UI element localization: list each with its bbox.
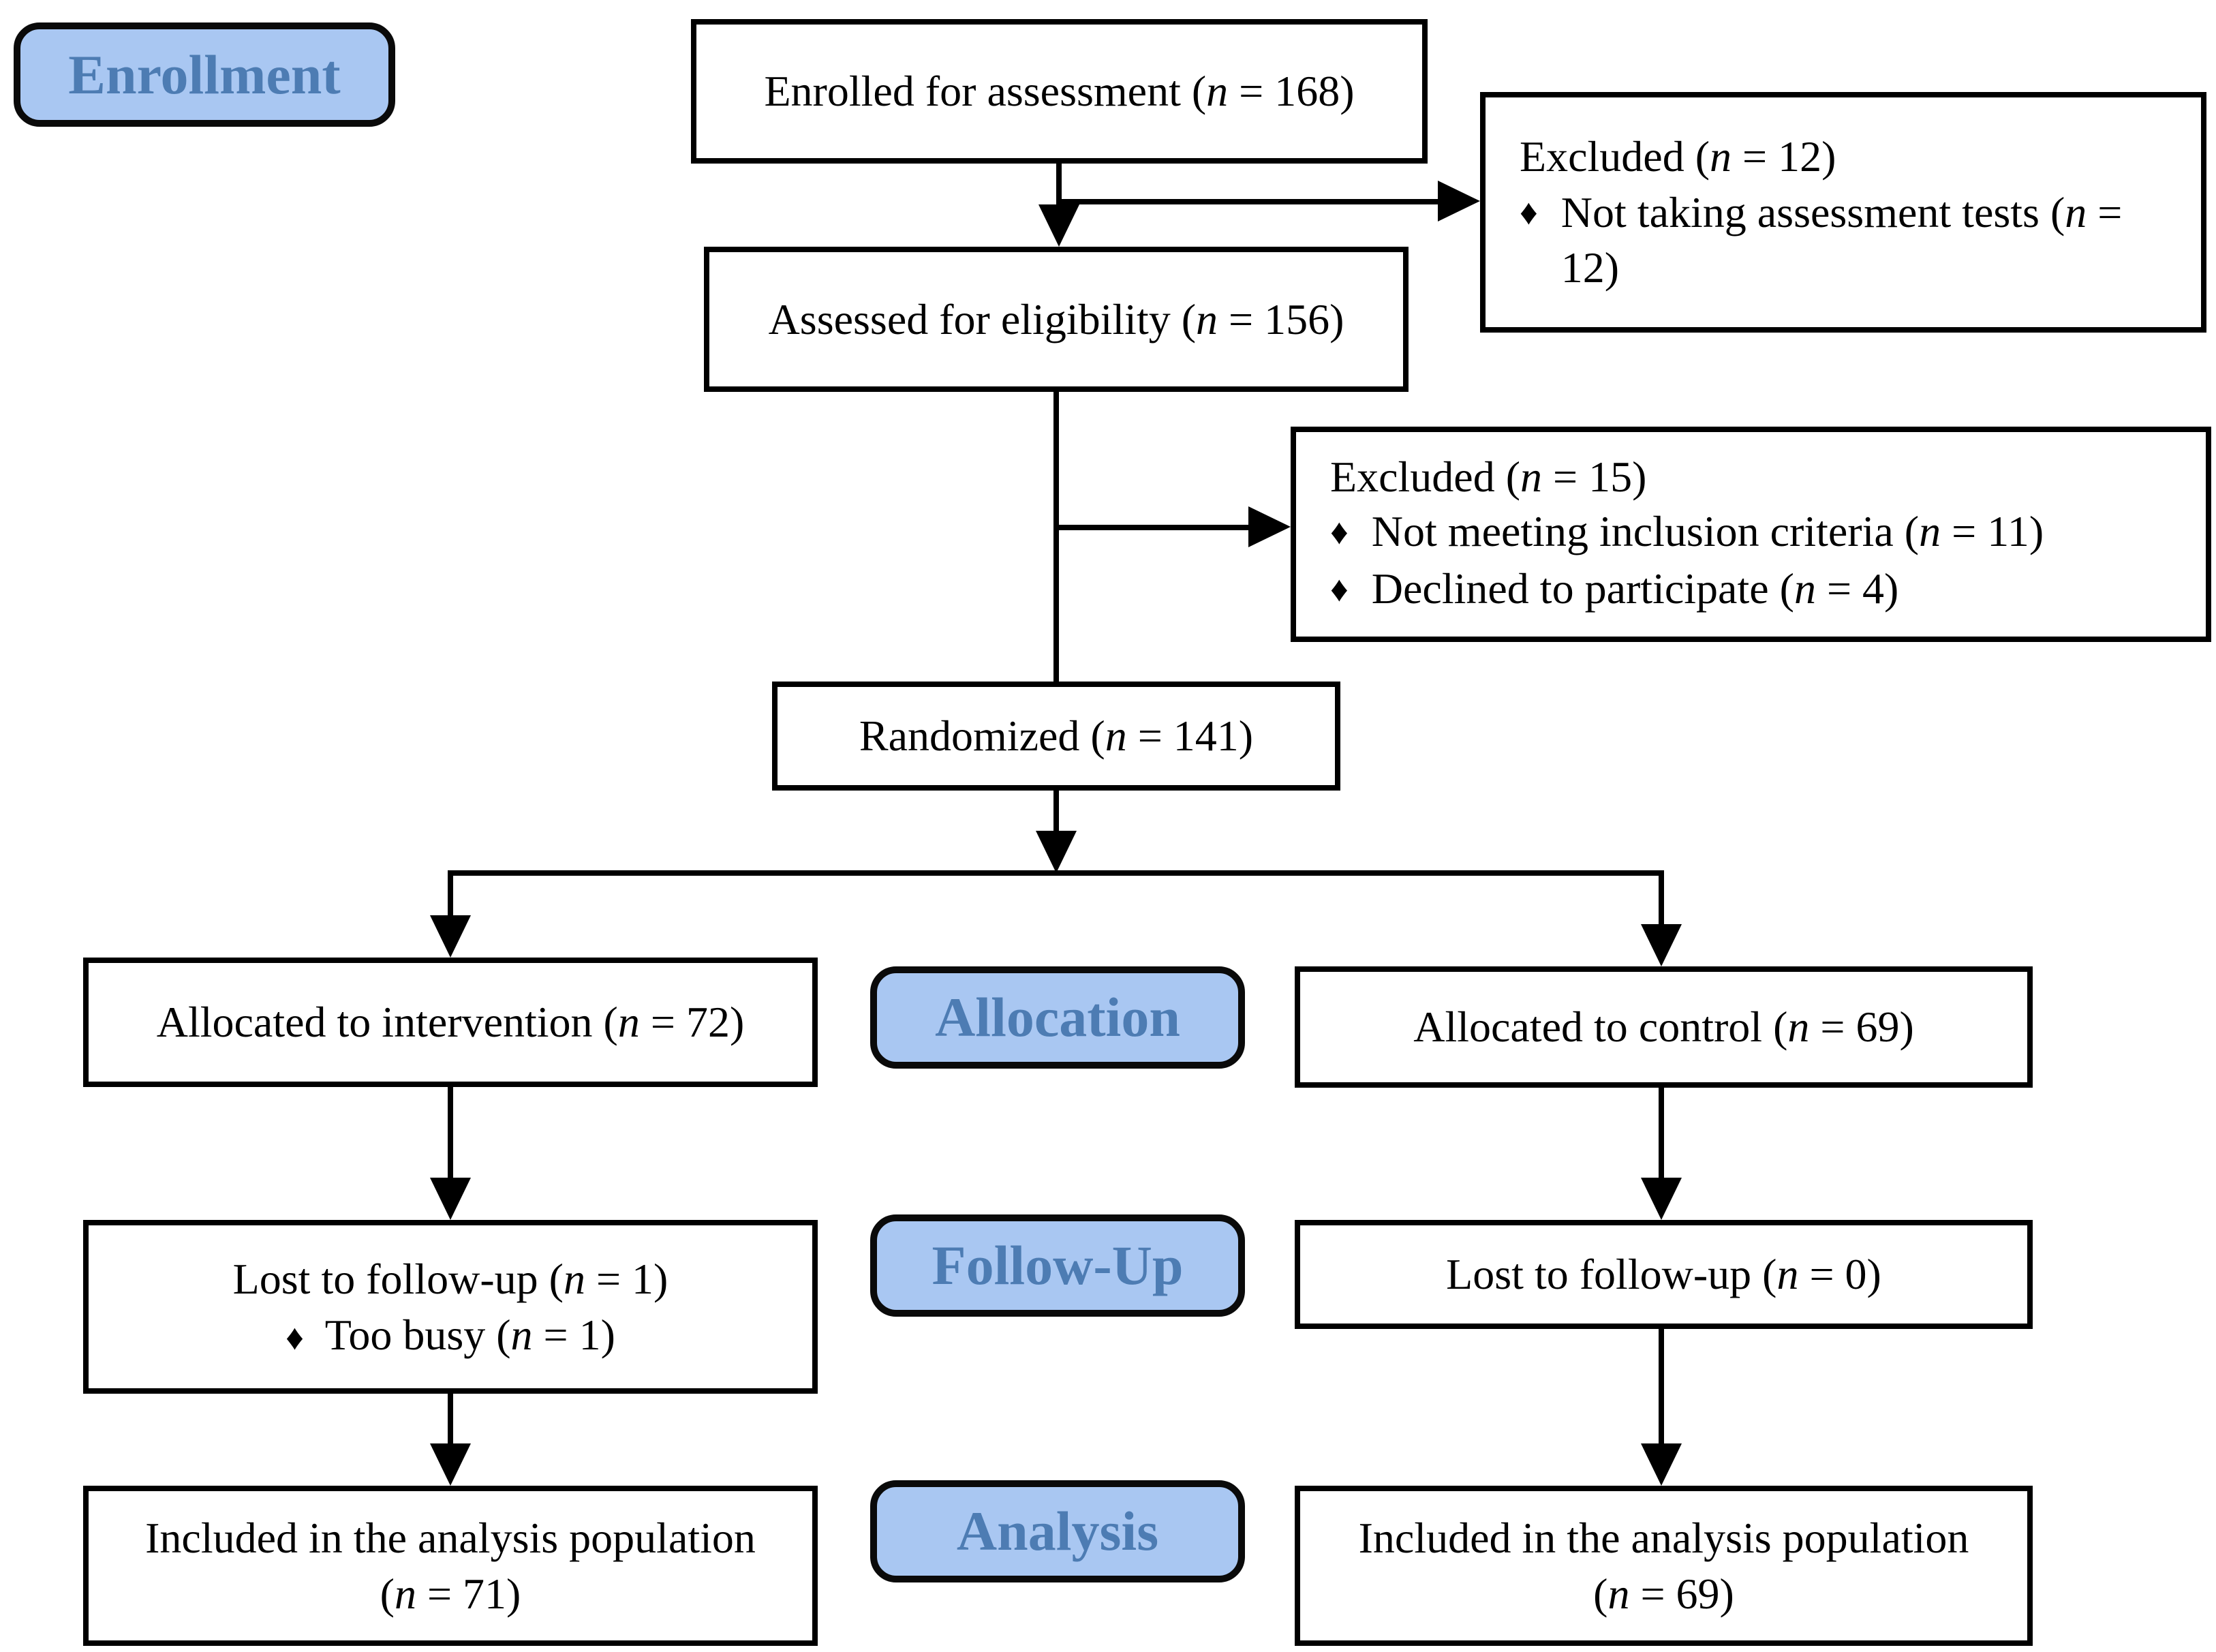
arrowhead-down-icon xyxy=(1641,1178,1682,1220)
box-excluded-randomization: Excluded (n = 15) ♦ Not meeting inclusio… xyxy=(1291,427,2211,642)
box-assessed-eligibility: Assessed for eligibility (n = 156) xyxy=(704,247,1409,392)
bullet-item: ♦ Not meeting inclusion criteria (n = 11… xyxy=(1330,504,2044,562)
box-lost-followup-intervention: Lost to follow-up (n = 1) ♦ Too busy (n … xyxy=(83,1220,818,1394)
bullet-line: ♦ Too busy (n = 1) xyxy=(286,1307,615,1363)
connector-enrolled-to-excluded xyxy=(1059,199,1438,204)
box-text: Allocated to intervention (n = 72) xyxy=(156,998,745,1047)
arrowhead-down-icon xyxy=(430,1178,471,1220)
box-text: Assessed for eligibility (n = 156) xyxy=(768,294,1344,343)
connector-branch-to-control xyxy=(1659,870,1664,924)
stage-label-followup: Follow-Up xyxy=(870,1214,1245,1317)
box-analysis-intervention: Included in the analysis population (n =… xyxy=(83,1486,818,1646)
diamond-bullet-icon: ♦ xyxy=(1520,192,1538,232)
diamond-bullet-icon: ♦ xyxy=(1330,513,1349,553)
arrowhead-down-icon xyxy=(1038,204,1079,247)
box-text: Lost to follow-up (n = 0) xyxy=(1446,1250,1881,1299)
stage-label-allocation: Allocation xyxy=(870,966,1245,1069)
connector-lost-to-analysis-control xyxy=(1659,1329,1664,1443)
connector-control-to-lost xyxy=(1659,1088,1664,1178)
box-title: Excluded (n = 15) xyxy=(1330,453,1647,502)
diamond-bullet-icon: ♦ xyxy=(286,1317,304,1358)
branch-line xyxy=(448,870,1664,876)
bullet-text: Too busy (n = 1) xyxy=(324,1310,615,1359)
box-title: Lost to follow-up (n = 1) xyxy=(232,1254,668,1303)
box-title: Excluded (n = 12) xyxy=(1520,132,1836,181)
connector-branch-to-intervention xyxy=(448,870,453,915)
box-lost-followup-control: Lost to follow-up (n = 0) xyxy=(1295,1220,2033,1329)
box-excluded-assessment: Excluded (n = 12) ♦ Not taking assessmen… xyxy=(1480,92,2206,333)
bullet-item: ♦ Not taking assessment tests (n = 12) xyxy=(1520,185,2167,296)
box-randomized: Randomized (n = 141) xyxy=(772,682,1340,791)
stage-label-analysis: Analysis xyxy=(870,1480,1245,1582)
bullet-text: Not taking assessment tests (n = 12) xyxy=(1560,187,2123,292)
arrowhead-right-icon xyxy=(1438,181,1480,221)
arrowhead-down-icon xyxy=(430,1443,471,1486)
arrowhead-right-icon xyxy=(1248,506,1291,547)
box-enrolled-assessment: Enrolled for assessment (n = 168) xyxy=(691,19,1428,164)
box-text: Randomized (n = 141) xyxy=(859,712,1254,761)
connector-assessed-to-excluded xyxy=(1053,525,1248,530)
bullet-item: ♦ Declined to participate (n = 4) xyxy=(1330,562,1898,619)
box-text: Included in the analysis population (n =… xyxy=(1358,1513,1969,1618)
connector-intervention-to-lost xyxy=(448,1087,453,1178)
box-text: Included in the analysis population (n =… xyxy=(145,1513,756,1618)
bullet-text: Declined to participate (n = 4) xyxy=(1371,564,1899,613)
connector-randomized-to-branch xyxy=(1053,791,1059,831)
diamond-bullet-icon: ♦ xyxy=(1330,570,1349,609)
connector-assessed-to-randomized xyxy=(1053,392,1059,682)
arrowhead-down-icon xyxy=(1641,924,1682,966)
connector-lost-to-analysis-intervention xyxy=(448,1394,453,1443)
bullet-text: Not meeting inclusion criteria (n = 11) xyxy=(1371,507,2044,556)
box-analysis-control: Included in the analysis population (n =… xyxy=(1295,1486,2033,1646)
stage-label-enrollment: Enrollment xyxy=(14,22,395,127)
box-text: Enrolled for assessment (n = 168) xyxy=(764,67,1355,116)
box-text: Allocated to control (n = 69) xyxy=(1413,1003,1914,1052)
arrowhead-down-icon xyxy=(1641,1443,1682,1486)
arrowhead-down-icon xyxy=(430,915,471,958)
connector-enrolled-to-assessed xyxy=(1056,164,1062,209)
arrowhead-down-icon xyxy=(1036,831,1077,873)
box-allocated-intervention: Allocated to intervention (n = 72) xyxy=(83,958,818,1087)
box-allocated-control: Allocated to control (n = 69) xyxy=(1295,966,2033,1088)
